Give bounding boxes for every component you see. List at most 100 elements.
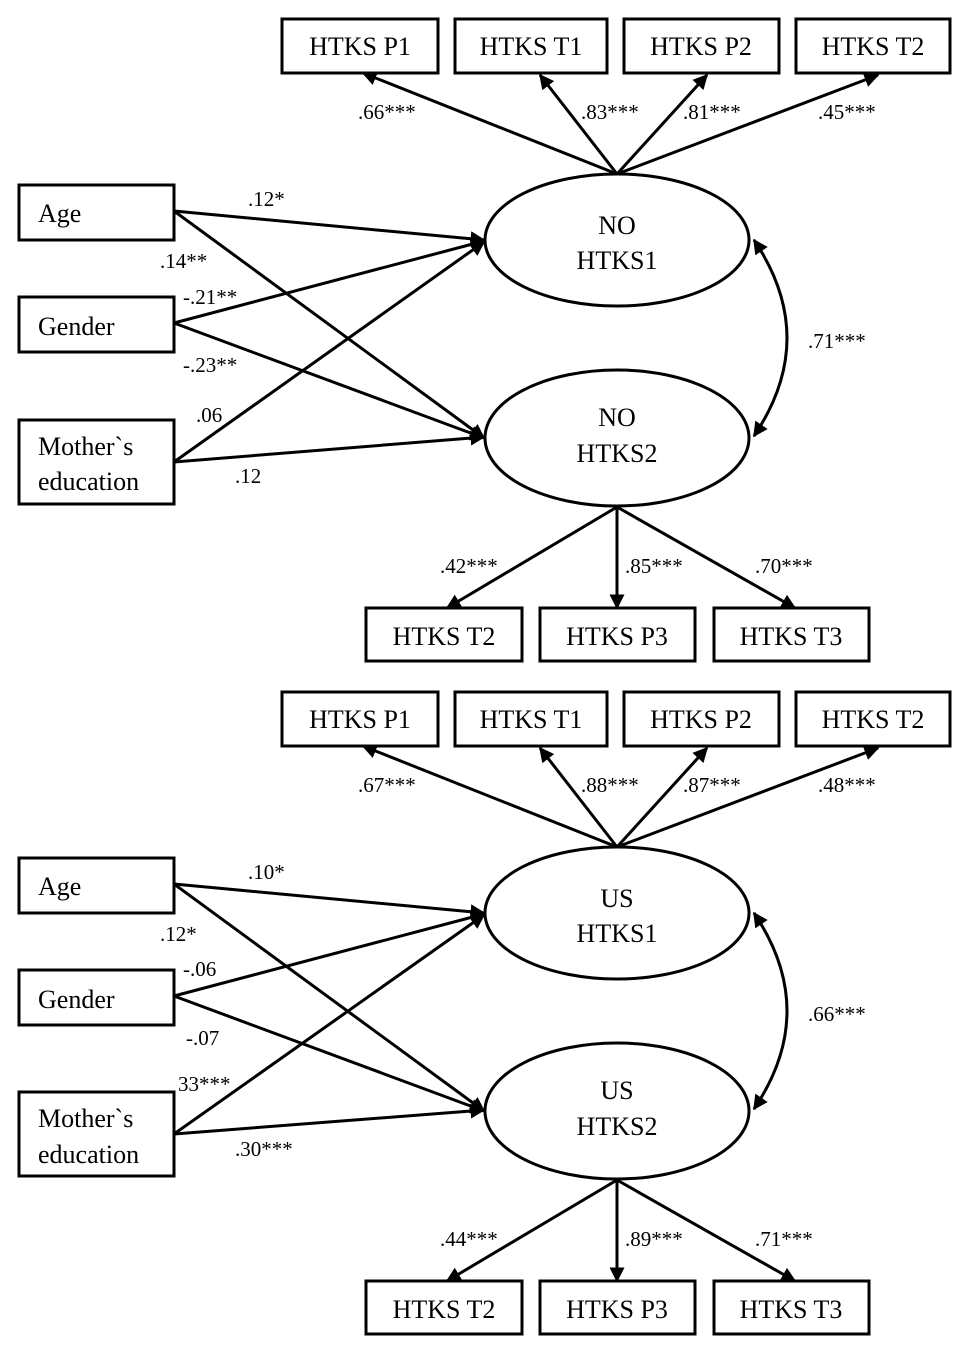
predictor-gender-label: Gender xyxy=(38,985,115,1014)
path-coefficient: .12* xyxy=(248,187,285,211)
indicator-box xyxy=(794,690,952,748)
loading-coefficient: .81*** xyxy=(683,100,741,124)
loading-arrow xyxy=(616,1178,797,1283)
latent-label-line1: US xyxy=(600,884,633,913)
indicator-label: HTKS P2 xyxy=(650,32,752,61)
path-arrow xyxy=(173,237,486,325)
path-coefficient: .30*** xyxy=(235,1137,293,1161)
indicator-box xyxy=(280,690,440,748)
loading-arrow xyxy=(445,1178,618,1283)
path-arrow xyxy=(173,209,486,247)
loading-arrow xyxy=(361,71,618,176)
path-arrow xyxy=(173,994,486,1114)
path-arrow xyxy=(173,321,486,441)
latent-label-line1: NO xyxy=(598,211,636,240)
loading-coefficient: .83*** xyxy=(581,100,639,124)
latent-htks2-ellipse xyxy=(483,368,751,508)
indicator-label: HTKS P1 xyxy=(309,32,411,61)
latent-label-line2: HTKS2 xyxy=(577,439,658,468)
loading-coefficient: .87*** xyxy=(683,773,741,797)
path-coefficient: -.23** xyxy=(183,353,237,377)
path-coefficient: .14** xyxy=(160,249,207,273)
path-coefficient: 33*** xyxy=(178,1072,231,1096)
indicator-label: HTKS T2 xyxy=(393,622,496,651)
loading-arrow xyxy=(616,745,880,849)
path-coefficient: -.07 xyxy=(186,1026,219,1050)
predictor-mother-education-box xyxy=(17,1090,176,1178)
loading-arrow xyxy=(538,746,619,848)
path-coefficient: .06 xyxy=(196,403,222,427)
path-arrow xyxy=(173,910,486,998)
loading-coefficient: .44*** xyxy=(440,1227,498,1251)
loading-arrow xyxy=(445,505,618,610)
indicator-label: HTKS T3 xyxy=(740,622,843,651)
predictor-gender-label: Gender xyxy=(38,312,115,341)
path-coefficient: .10* xyxy=(248,860,285,884)
path-arrow xyxy=(173,430,486,464)
indicator-box xyxy=(712,606,871,663)
loading-coefficient: .88*** xyxy=(581,773,639,797)
loading-coefficient: .42*** xyxy=(440,554,498,578)
loading-coefficient: .85*** xyxy=(625,554,683,578)
loading-coefficient: .66*** xyxy=(358,100,416,124)
loading-coefficient: .67*** xyxy=(358,773,416,797)
predictor-gender-box xyxy=(17,968,176,1027)
latent-htks1-ellipse xyxy=(483,845,751,981)
indicator-label: HTKS P3 xyxy=(566,622,668,651)
indicator-label: HTKS T3 xyxy=(740,1295,843,1324)
path-coefficient: -.06 xyxy=(183,957,216,981)
latent-label-line2: HTKS1 xyxy=(577,246,658,275)
panel-us: HTKS P1 HTKS T1 HTKS P2 HTKS T2 .67*** .… xyxy=(17,690,952,1336)
predictor-mother-education-box xyxy=(17,418,176,506)
indicator-label: HTKS P3 xyxy=(566,1295,668,1324)
indicator-box xyxy=(538,1279,697,1336)
loading-coefficient: .89*** xyxy=(625,1227,683,1251)
latent-htks1-ellipse xyxy=(483,172,751,308)
indicator-box xyxy=(794,17,952,75)
panel-no: HTKS P1 HTKS T1 HTKS P2 HTKS T2 .66*** .… xyxy=(17,17,952,663)
path-arrow xyxy=(173,882,486,920)
predictor-age-box xyxy=(17,856,176,915)
predictor-gender-box xyxy=(17,295,176,354)
indicator-box xyxy=(280,17,440,75)
indicator-label: HTKS T1 xyxy=(480,705,583,734)
loading-arrow xyxy=(616,505,797,610)
indicator-label: HTKS T2 xyxy=(822,32,925,61)
loading-coefficient: .70*** xyxy=(755,554,813,578)
predictor-mother-label-line1: Mother`s xyxy=(38,432,133,461)
predictor-age-box xyxy=(17,183,176,242)
loading-coefficient: .48*** xyxy=(818,773,876,797)
loading-arrow xyxy=(361,744,618,849)
path-arrow xyxy=(173,209,486,440)
indicator-box xyxy=(364,606,524,663)
path-coefficient: .12 xyxy=(235,464,261,488)
correlation-arrow xyxy=(752,238,789,438)
indicator-box xyxy=(712,1279,871,1336)
path-coefficient: -.21** xyxy=(183,285,237,309)
path-coefficient: .12* xyxy=(160,922,197,946)
indicator-label: HTKS P2 xyxy=(650,705,752,734)
latent-label-line2: HTKS2 xyxy=(577,1112,658,1141)
indicator-box xyxy=(538,606,697,663)
path-arrow xyxy=(173,1103,486,1136)
loading-coefficient: .45*** xyxy=(818,100,876,124)
correlation-coefficient: .71*** xyxy=(808,329,866,353)
indicator-box xyxy=(453,690,609,748)
loading-arrow xyxy=(615,73,709,176)
path-arrow xyxy=(173,913,486,1136)
latent-label-line1: NO xyxy=(598,403,636,432)
predictor-mother-label-line1: Mother`s xyxy=(38,1104,133,1133)
loading-arrow xyxy=(538,73,619,175)
correlation-arrow xyxy=(752,911,789,1111)
latent-htks2-ellipse xyxy=(483,1041,751,1181)
indicator-box xyxy=(622,690,781,748)
indicator-label: HTKS P1 xyxy=(309,705,411,734)
indicator-box xyxy=(622,17,781,75)
loading-arrow xyxy=(616,72,880,176)
indicator-label: HTKS T2 xyxy=(393,1295,496,1324)
indicator-label: HTKS T1 xyxy=(480,32,583,61)
path-arrow xyxy=(173,882,486,1113)
correlation-coefficient: .66*** xyxy=(808,1002,866,1026)
indicator-box xyxy=(453,17,609,75)
